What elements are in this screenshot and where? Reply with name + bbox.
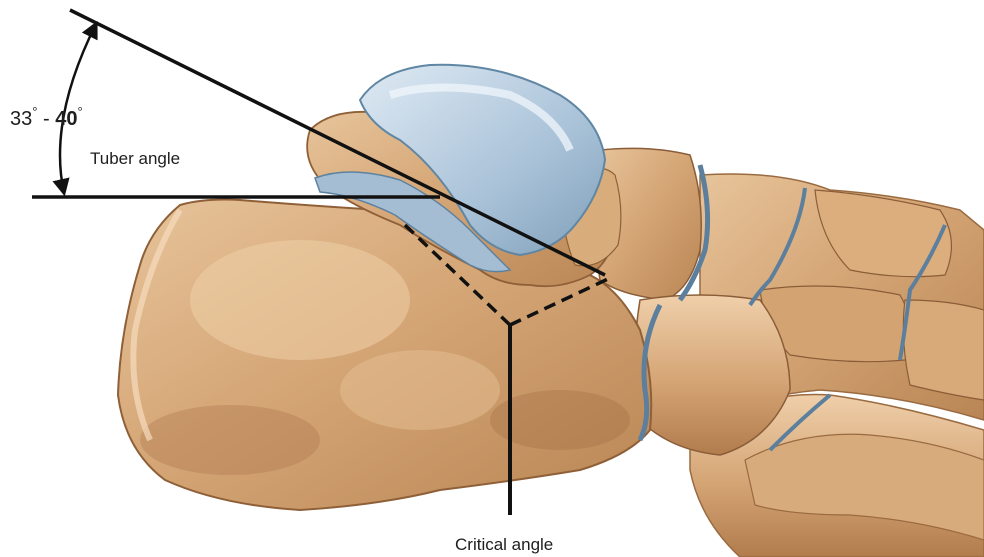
angle-max-value: 40: [55, 108, 77, 130]
angle-range-label: 33° - 40°: [10, 104, 83, 130]
cuneiform-lateral: [903, 300, 984, 400]
angle-max-unit: °: [77, 104, 82, 119]
foot-bones-illustration: [118, 65, 984, 557]
tuber-angle-label: Tuber angle: [90, 149, 180, 168]
calcaneus-highlight-2: [340, 350, 500, 430]
critical-angle-label: Critical angle: [455, 535, 553, 554]
angle-min-value: 33: [10, 108, 32, 130]
calcaneus-highlight: [190, 240, 410, 360]
calcaneus-shadow: [140, 405, 320, 475]
